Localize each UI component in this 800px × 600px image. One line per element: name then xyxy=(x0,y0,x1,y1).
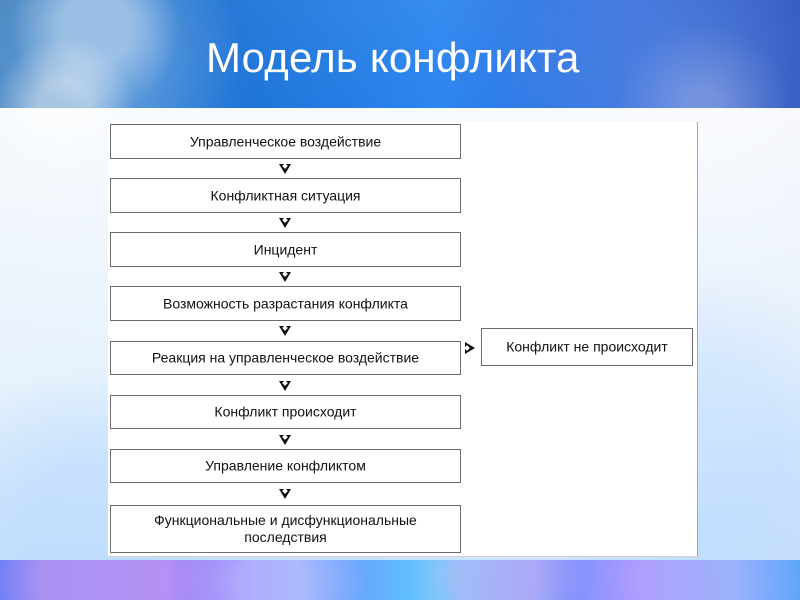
slide-title: Модель конфликта xyxy=(206,34,580,81)
step-box-8: Функциональные и дисфункциональные после… xyxy=(110,505,461,553)
step-box-6: Конфликт происходит xyxy=(110,395,461,429)
down-arrow-icon-6 xyxy=(279,435,291,445)
side-outcome-text: Конфликт не происходит xyxy=(506,338,668,355)
step-text-8: Функциональные и дисфункциональные после… xyxy=(154,512,417,545)
step-box-4: Возможность разрастания конфликта xyxy=(110,286,461,321)
down-arrow-icon-1 xyxy=(279,164,291,174)
step-text-2: Конфликтная ситуация xyxy=(210,187,361,203)
step-text-7: Управление конфликтом xyxy=(205,457,366,474)
down-arrow-icon-2 xyxy=(279,218,291,228)
background-bottom-band xyxy=(0,560,800,600)
step-box-5: Реакция на управленческое воздействие xyxy=(110,341,461,375)
step-box-1: Управленческое воздействие xyxy=(110,124,461,159)
step-text-3: Инцидент xyxy=(253,241,318,257)
step-text-5: Реакция на управленческое воздействие xyxy=(151,349,420,366)
step-box-3: Инцидент xyxy=(110,232,461,267)
step-text-6: Конфликт происходит xyxy=(214,403,357,420)
down-arrow-icon-4 xyxy=(279,326,291,336)
side-outcome-box: Конфликт не происходит xyxy=(481,328,693,366)
step-text-4: Возможность разрастания конфликта xyxy=(163,295,408,311)
step-text-1: Управленческое воздействие xyxy=(189,133,382,149)
down-arrow-icon-7 xyxy=(279,489,291,499)
down-arrow-icon-3 xyxy=(279,272,291,282)
step-box-2: Конфликтная ситуация xyxy=(110,178,461,213)
right-arrow-icon xyxy=(465,342,475,354)
step-box-7: Управление конфликтом xyxy=(110,449,461,483)
down-arrow-icon-5 xyxy=(279,381,291,391)
